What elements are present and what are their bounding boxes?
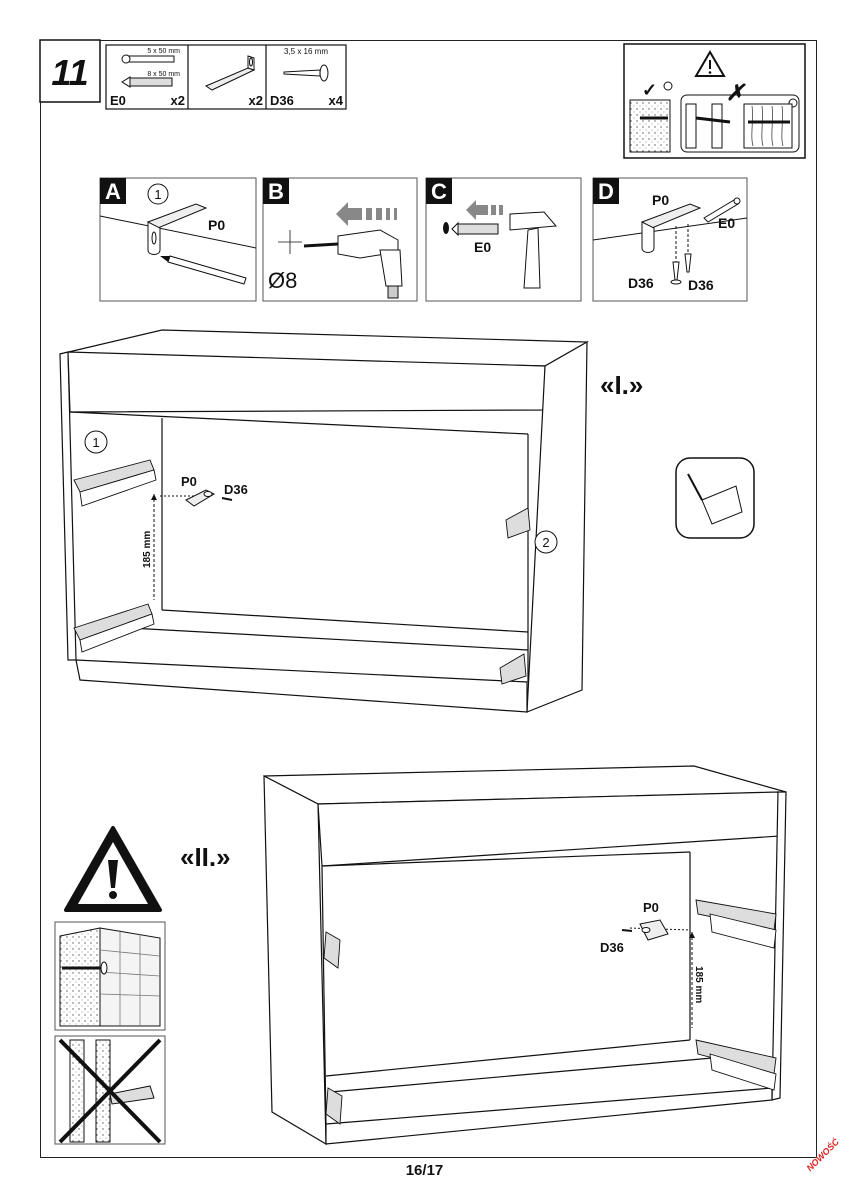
wall-type-warning: ✓ ✗ (623, 43, 806, 159)
cabinet-view-1 (59, 329, 590, 713)
screw-e0-icon (703, 197, 741, 223)
panel-d-label-bottom-right: D36 (688, 277, 714, 293)
warning-sign-icon (64, 826, 162, 912)
drawer-runner-icon (323, 899, 777, 1125)
view1-circle-2: 2 (542, 535, 549, 550)
screw-d36-icon (670, 253, 692, 285)
panel-d-label-right: E0 (718, 215, 735, 231)
part-e0-code: E0 (110, 93, 126, 108)
bracket-p0-icon (204, 55, 256, 91)
panel-d-letter: D (598, 179, 614, 204)
view1-part-d36: D36 (224, 482, 248, 497)
screw-e0-icon (121, 54, 175, 64)
panel-a-letter: A (105, 179, 121, 204)
hollow-wall-icon (685, 103, 731, 149)
view1-label: «I.» (600, 370, 643, 400)
step-number-box: 11 (39, 39, 101, 103)
panel-c: C E0 (425, 177, 582, 302)
check-mark-icon: ✓ (642, 80, 657, 100)
view1-part-p0: P0 (181, 474, 197, 489)
panel-c-label: E0 (474, 239, 491, 255)
part-d36-qty: x4 (329, 93, 344, 108)
part-e0-qty: x2 (171, 93, 185, 108)
wall-plug-icon (451, 221, 499, 237)
cabinet-view-2 (263, 765, 787, 1146)
cross-mark-icon: ✗ (726, 80, 746, 105)
panel-a: A 1 P0 (99, 177, 257, 302)
panel-a-label: P0 (208, 217, 225, 233)
plug-e0-size: 8 x 50 mm (147, 71, 180, 78)
screw-d36-icon (283, 64, 329, 82)
hollow-wall-prohibited-icon (54, 1035, 166, 1145)
view2-label: «II.» (180, 842, 231, 872)
direction-arrow-icon (336, 202, 397, 226)
page-number: 16/17 (405, 1162, 444, 1179)
panel-d-label-bottom-left: D36 (628, 275, 654, 291)
panel-b-label: Ø8 (268, 268, 297, 293)
view1-circle-1: 1 (92, 435, 99, 450)
view2-part-p0: P0 (643, 900, 659, 915)
concrete-wall-icon (54, 921, 166, 1031)
drill-icon (303, 229, 403, 299)
part-bracket-qty: x2 (249, 93, 263, 108)
panel-d-label-top: P0 (652, 192, 669, 208)
view1-dimension: 185 mm (142, 531, 153, 568)
bracket-p0-icon (639, 919, 669, 941)
wall-plug-e0-icon (121, 76, 173, 88)
smile-icon (663, 81, 673, 91)
warning-triangle-icon (694, 50, 726, 77)
step-number: 11 (51, 52, 88, 93)
direction-arrow-icon (466, 200, 503, 220)
bracket-icon (146, 203, 208, 255)
screw-d36-size: 3,5 x 16 mm (284, 47, 328, 56)
panel-d: D P0 E0 D36 D36 (592, 177, 748, 302)
parts-table: 5 x 50 mm 8 x 50 mm E0 x2 x2 3,5 x 16 mm… (105, 44, 347, 110)
view2-dimension: 185 mm (693, 966, 704, 1003)
hammer-icon (509, 211, 558, 289)
instruction-page (40, 40, 817, 1158)
panel-a-circle: 1 (154, 187, 161, 202)
concrete-wall-icon (629, 99, 671, 153)
dustpan-icon (675, 457, 755, 539)
wood-wall-icon (743, 103, 793, 149)
view2-part-d36: D36 (600, 940, 624, 955)
panel-b: B Ø8 (262, 177, 418, 302)
bracket-p0-icon (185, 489, 216, 507)
pencil-icon (160, 255, 247, 285)
panel-c-letter: C (431, 179, 447, 204)
screw-e0-size: 5 x 50 mm (147, 48, 180, 55)
bracket-icon (640, 203, 702, 253)
drawer-runner-icon (73, 459, 531, 685)
part-d36-code: D36 (270, 93, 294, 108)
panel-b-letter: B (268, 179, 284, 204)
